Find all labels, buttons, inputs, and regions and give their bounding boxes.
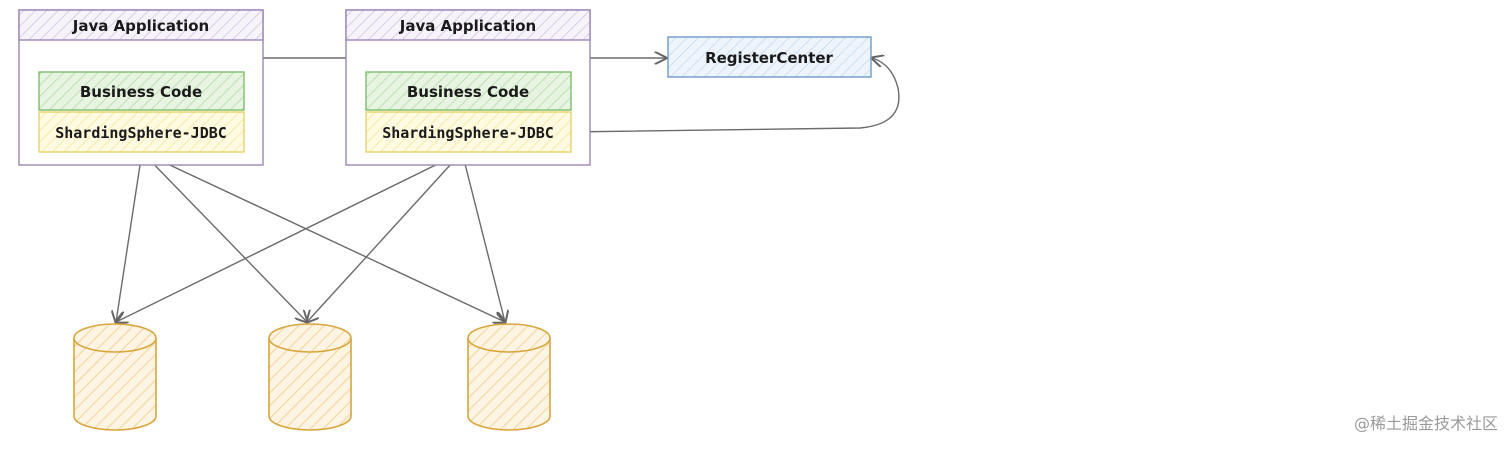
java-application-1: Java Application Business Code ShardingS…: [18, 9, 264, 166]
business-code-label: Business Code: [407, 83, 529, 101]
database-body: [467, 338, 551, 431]
database-top: [73, 323, 157, 353]
app-title: Java Application: [399, 17, 537, 35]
database-3: [467, 323, 551, 431]
sharding-jdbc-label: ShardingSphere-JDBC: [55, 124, 227, 142]
app-title-bar: [18, 9, 264, 41]
arrow-app2-to-register: [567, 58, 900, 133]
arrow-app1-to-db3: [141, 151, 505, 322]
business-code-label: Business Code: [80, 83, 202, 101]
arrow-app2-to-db3: [461, 151, 505, 322]
arrow-app2-to-db2: [307, 151, 463, 322]
sharding-jdbc-box: [365, 111, 572, 153]
business-code-box: [365, 71, 572, 111]
app-title: Java Application: [72, 17, 210, 35]
database-body: [268, 338, 352, 431]
register-center-label: RegisterCenter: [705, 49, 833, 67]
watermark: @稀土掘金技术社区: [1353, 414, 1498, 433]
database-2: [268, 323, 352, 431]
register-center-box: [667, 36, 872, 78]
sharding-jdbc-label: ShardingSphere-JDBC: [382, 124, 554, 142]
database-1: [73, 323, 157, 431]
business-code-box: [38, 71, 245, 111]
register-center: RegisterCenter: [667, 36, 872, 78]
app-title-bar: [345, 9, 591, 41]
database-body: [73, 338, 157, 431]
arrow-app1-to-db2: [141, 151, 307, 322]
database-top: [268, 323, 352, 353]
arrow-app2-to-db1: [116, 151, 463, 322]
sharding-jdbc-box: [38, 111, 245, 153]
java-application-2: Java Application Business Code ShardingS…: [345, 9, 591, 166]
database-top: [467, 323, 551, 353]
arrow-app1-to-db1: [116, 151, 143, 322]
